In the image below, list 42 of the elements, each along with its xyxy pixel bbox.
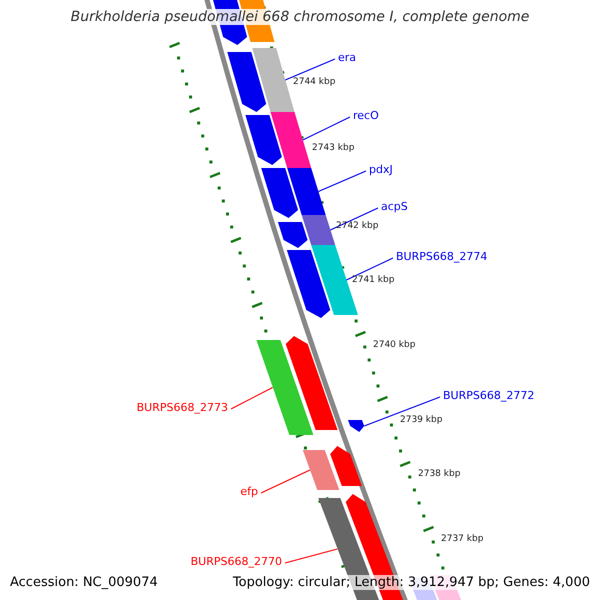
gene-label: era [338, 52, 356, 63]
leader-line [230, 387, 274, 410]
gene-label: BURPS668_2774 [396, 251, 488, 262]
leader-line [364, 396, 440, 426]
pointed-gene-block [278, 222, 308, 248]
pointed-gene-block [286, 336, 338, 430]
gene-block [270, 112, 312, 168]
leader-line [260, 470, 310, 494]
tick-label: 2737 kbp [441, 535, 484, 544]
gene-block [252, 48, 294, 112]
tick-label: 2738 kbp [418, 470, 460, 479]
gene-label: acpS [381, 201, 408, 212]
tick-label: 2740 kbp [373, 341, 416, 350]
leader-line [284, 548, 338, 564]
pointed-gene-block [245, 115, 282, 165]
tick-label: 2739 kbp [400, 416, 442, 425]
pointed-gene-block [330, 446, 362, 486]
pointed-gene-block [348, 420, 364, 432]
gene-block [287, 168, 326, 215]
genome-info-text: Topology: circular; Length: 3,912,947 bp; Genes: 4,000 [230, 575, 592, 590]
leader-line [284, 58, 336, 80]
gene-label: BURPS668_2770 [190, 556, 282, 567]
gene-label: BURPS668_2773 [136, 402, 228, 413]
leader-line [302, 116, 350, 140]
pointed-gene-block [261, 168, 298, 218]
pointed-gene-block [286, 250, 330, 318]
tick-label: 2744 kbp [293, 78, 336, 87]
pointed-gene-block [227, 52, 266, 112]
accession-text: Accession: NC_009074 [8, 575, 160, 590]
gene-label: efp [240, 486, 258, 497]
tick-label: 2743 kbp [312, 144, 354, 153]
gene-label: recO [353, 110, 379, 121]
leader-line [330, 208, 378, 230]
gene-block [302, 215, 336, 245]
tick-label: 2741 kbp [352, 276, 394, 285]
gene-label: BURPS668_2772 [443, 390, 534, 401]
gene-block [256, 340, 314, 435]
tick-label: 2742 kbp [336, 222, 378, 231]
gene-block [302, 450, 340, 490]
leader-line [346, 258, 394, 280]
leader-line [318, 170, 366, 192]
gene-label: pdxJ [369, 164, 393, 175]
